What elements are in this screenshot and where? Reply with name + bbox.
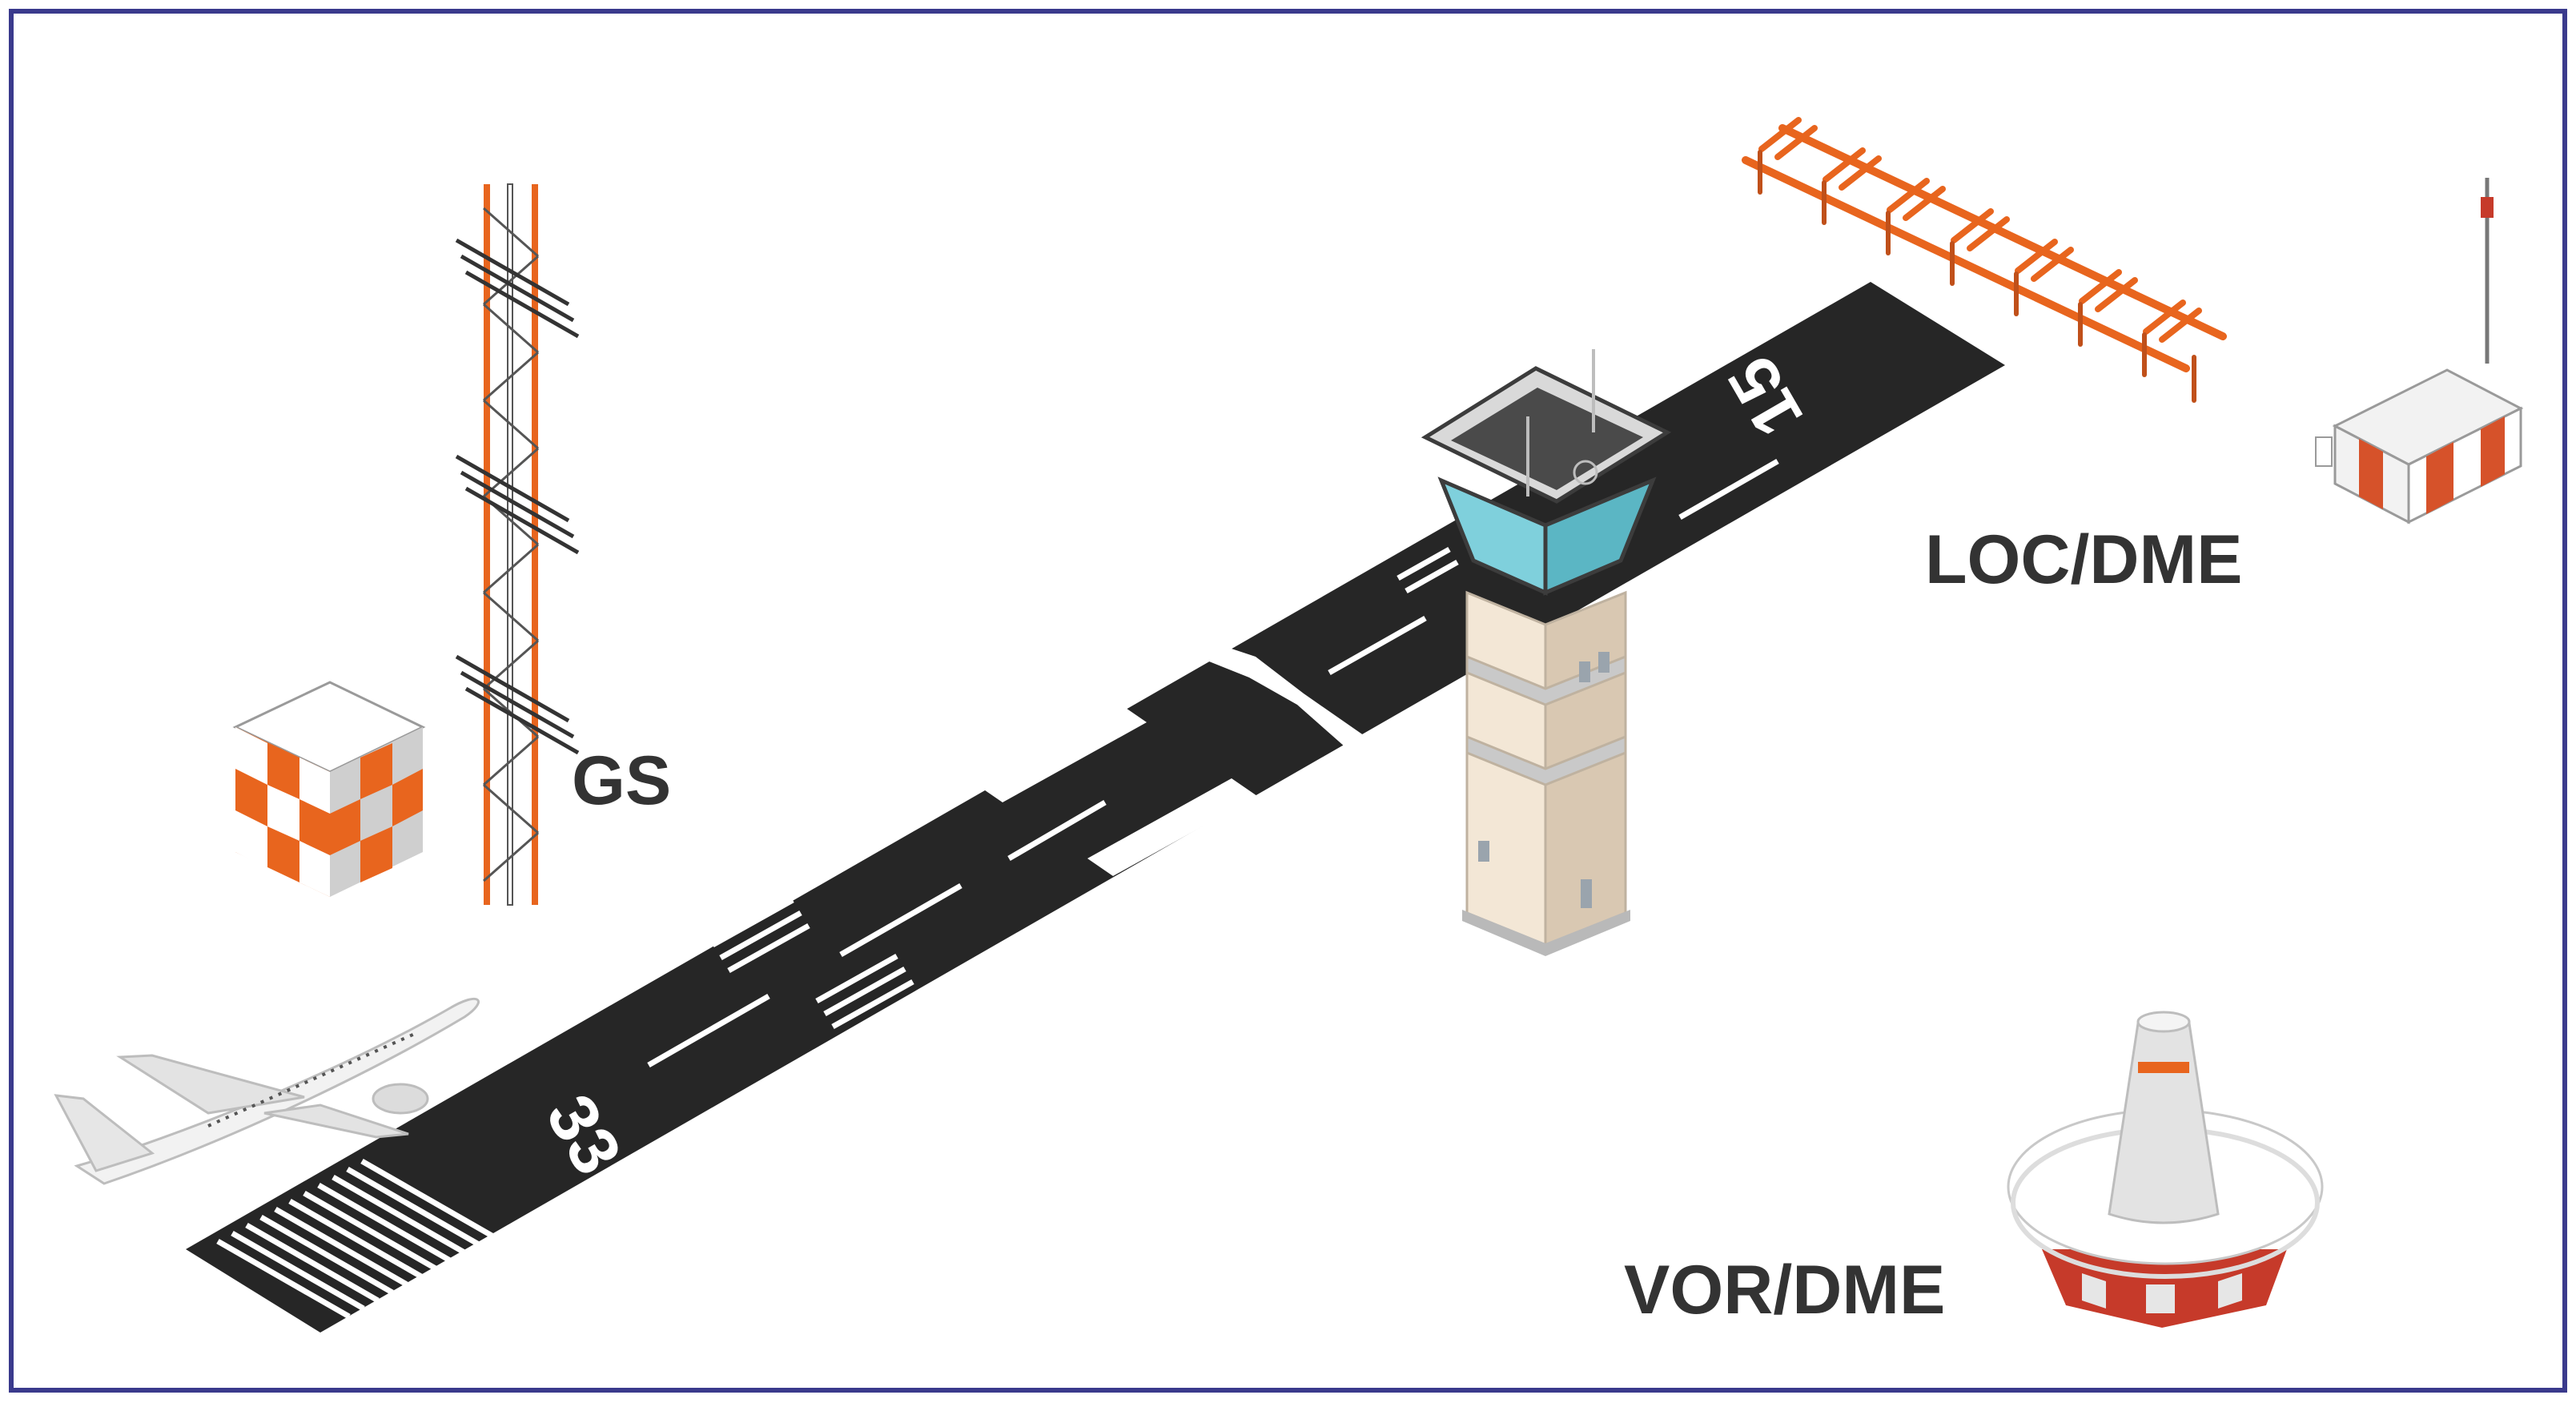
control-tower (1421, 349, 1672, 956)
aiming-point-right (1087, 778, 1257, 876)
threshold-markings-near (216, 1158, 495, 1320)
tower-cab-glass-right (1543, 476, 1657, 596)
touchdown-markings (711, 546, 1459, 1030)
tower-base (1462, 910, 1630, 956)
gs-antenna-mast (455, 183, 580, 906)
vor-antenna-cone (2108, 1022, 2220, 1224)
runway-break (1193, 641, 1377, 753)
airplane-wing-lower (263, 1104, 409, 1139)
airplane (54, 997, 480, 1185)
gs-checkerboard-shelter (232, 681, 426, 897)
airplane-fuselage (74, 997, 480, 1185)
airplane-tail (54, 1094, 155, 1172)
airplane-wing (116, 1054, 305, 1115)
gs-label: GS (572, 742, 671, 819)
aiming-point-left (977, 705, 1147, 802)
tower-cab-roof-inner (1451, 388, 1643, 490)
centerline (647, 458, 1779, 1068)
loc-antenna-array (1742, 117, 2227, 403)
loc-dme-label: LOC/DME (1925, 521, 2243, 598)
vor-dme-label: VOR/DME (1624, 1252, 1945, 1329)
loc-dme-shelter (2315, 178, 2524, 525)
airplane-engine (372, 1083, 429, 1115)
gs-antenna-arrays (455, 238, 580, 755)
vor-dme-station (2007, 1011, 2324, 1328)
